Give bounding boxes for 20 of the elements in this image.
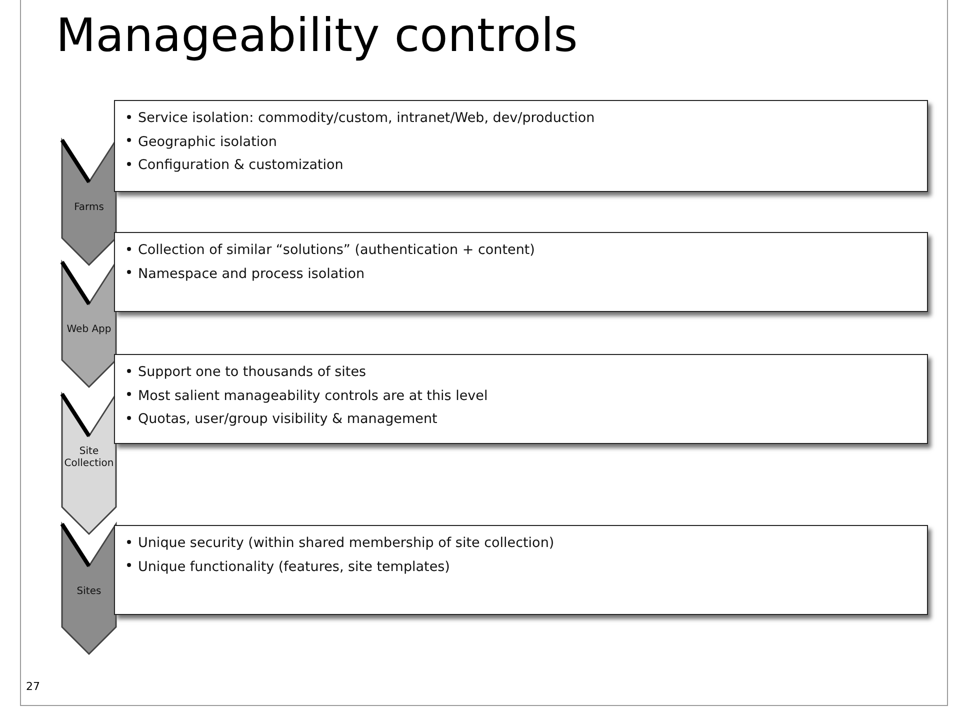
slide-title: Manageability controls	[56, 8, 578, 62]
bullet-panel	[114, 525, 928, 615]
level-label: Sites	[76, 586, 102, 598]
level-label: Site Collection	[63, 446, 115, 470]
page-number: 27	[26, 680, 40, 693]
bullet-text: Service isolation: commodity/custom, intranet/Web, dev/production	[138, 110, 595, 126]
bullet-text: Configuration & customization	[138, 157, 344, 174]
level-label: Web App	[66, 324, 112, 336]
bullet-text: Namespace and process isolation	[138, 266, 365, 282]
bullet-text: Support one to thousands of sites	[138, 364, 366, 380]
bullet-text: Most salient manageability controls are at this level	[138, 388, 488, 404]
bullet-panel	[114, 232, 928, 312]
bullet-panel	[114, 354, 928, 444]
bullet-text: Geographic isolation	[138, 134, 277, 150]
bullet-text: Collection of similar “solutions” (authentication + content)	[138, 242, 535, 258]
bullet-text: Unique functionality (features, site templates)	[138, 558, 450, 575]
bullet-text: Unique security (within shared membership of site collection)	[138, 535, 554, 551]
bullet-text: Quotas, user/group visibility & management	[138, 411, 438, 428]
bullet-panel	[114, 100, 928, 192]
level-label: Farms	[73, 202, 105, 214]
